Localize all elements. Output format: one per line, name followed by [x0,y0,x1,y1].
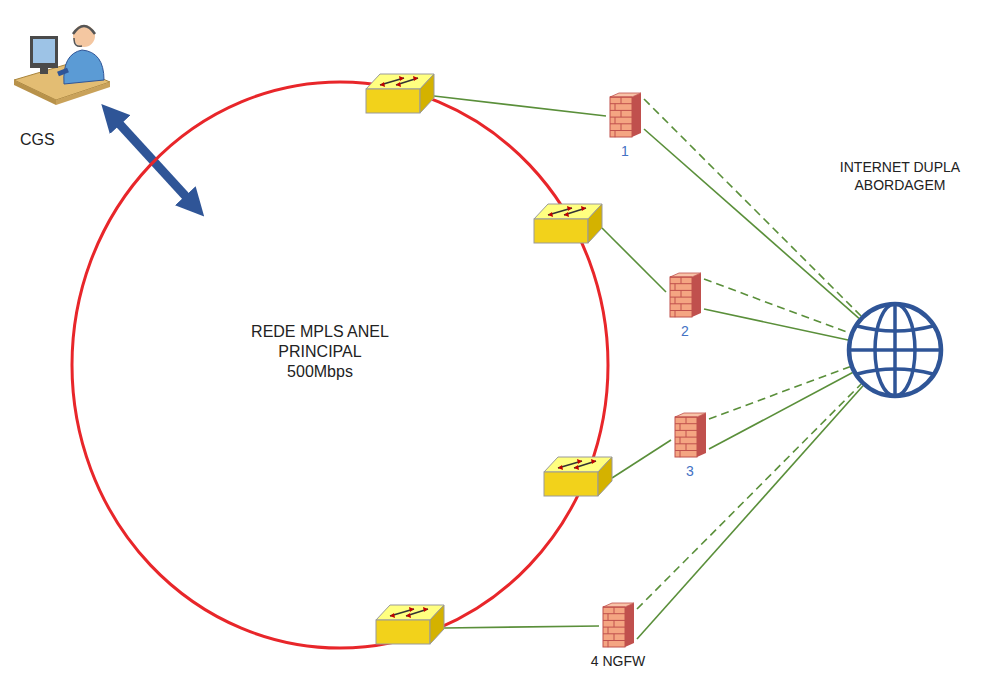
uplink-wire [444,626,599,628]
brick-lines [603,607,625,647]
station-label: CGS [20,130,55,150]
firewall-top [610,93,641,97]
switch-symbol [534,204,602,243]
firewall-node: 4 NGFW [600,602,636,648]
fw-outline [600,602,636,648]
switch-symbol [366,74,434,113]
operator-station: CGS [12,8,112,114]
internet-link [637,386,863,639]
cgs-outline [12,8,112,114]
callout-number: 1 [621,143,629,161]
internet-link [644,129,859,318]
firewall-side [625,603,634,647]
firewall-side [692,273,701,317]
callout-number: 4 NGFW [591,653,645,671]
firewall-front [603,607,625,647]
brick-lines [675,417,697,457]
firewall-side [697,413,706,457]
callout-number: 3 [686,463,694,481]
firewall-top [675,413,706,417]
globe-outline [845,300,945,400]
mpls-ring: REDE MPLS ANEL PRINCIPAL 500Mbps [70,80,610,650]
ring-outline [72,82,608,648]
switch-symbol [544,457,612,496]
fw-outline [607,92,643,138]
uplink-wire [602,228,666,292]
internet-link [644,99,861,316]
firewall-front [675,417,697,457]
internet-link [709,373,853,449]
network-label: REDE MPLS ANEL PRINCIPAL 500Mbps [247,322,393,382]
firewall-top [603,603,634,607]
internet-globe: INTERNET DUPLA ABORDAGEM [845,300,945,400]
internet-link [704,309,848,340]
internet-heading: INTERNET DUPLA ABORDAGEM [825,159,975,194]
firewall-side [632,93,641,137]
firewall-front [670,277,692,317]
uplink-wire [612,440,671,478]
brick-lines [610,97,632,137]
internet-link [637,384,861,609]
firewall-top [670,273,701,277]
firewall-node: 1 [607,92,643,138]
firewall-node: 2 [667,272,703,318]
brick-lines [670,277,692,317]
operator-icon [14,25,110,105]
access-arrow [115,118,191,202]
firewall-front [610,97,632,137]
fw-outline [672,412,708,458]
globe-icon [849,304,941,396]
firewall-node: 3 [672,412,708,458]
fw-outline [667,272,703,318]
switch-symbol [376,605,444,644]
callout-number: 2 [681,323,689,341]
